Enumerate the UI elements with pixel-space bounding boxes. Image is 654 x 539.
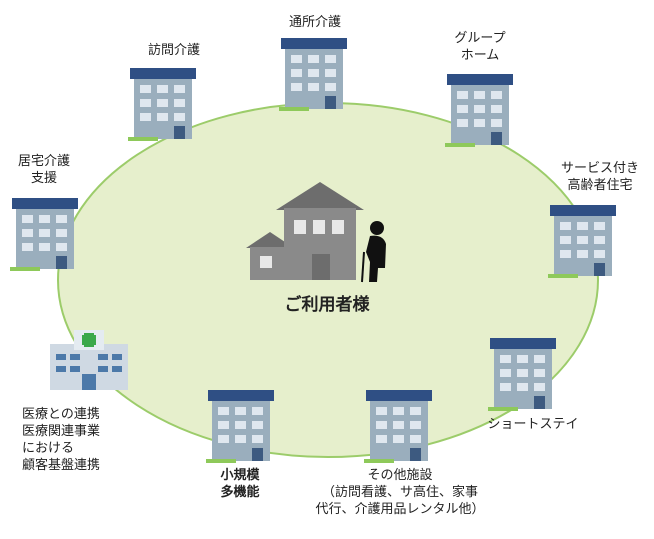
sakoju-building-icon xyxy=(548,205,616,278)
group-home-label-line1: グループ xyxy=(454,31,506,46)
other-facility-building-icon xyxy=(364,390,432,463)
shoukibo-label: 小規模 多機能 xyxy=(200,467,280,501)
house-icon xyxy=(246,182,364,280)
hospital-icon xyxy=(50,330,128,390)
tsusho-kaigo-label: 通所介護 xyxy=(288,15,341,30)
medical-title: 医療との連携 xyxy=(22,407,100,422)
other-facility-title: その他施設 xyxy=(367,468,433,483)
other-facility-line1: （訪問看護、サ高住、家事 xyxy=(321,485,478,500)
medical-label: 医療との連携 医療関連事業 における 顧客基盤連携 xyxy=(22,406,152,474)
kyotaku-label-line1: 居宅介護 xyxy=(17,154,70,169)
elderly-person-with-cane-icon xyxy=(361,221,386,283)
shoukibo-label-line2: 多機能 xyxy=(220,485,260,500)
short-stay-building-icon xyxy=(488,338,556,411)
group-home-label-line2: ホーム xyxy=(460,48,500,63)
tsusho-kaigo-building-icon xyxy=(279,38,347,111)
medical-line3: 顧客基盤連携 xyxy=(22,458,101,473)
shoukibo-label-line1: 小規模 xyxy=(220,468,260,483)
other-facility-line2: 代行、介護用品レンタル他） xyxy=(315,502,485,517)
short-stay-label: ショートステイ xyxy=(487,417,579,432)
kyotaku-building-icon xyxy=(10,198,78,271)
center-user-label: ご利用者様 xyxy=(284,295,370,315)
medical-line2: における xyxy=(22,441,75,456)
sakoju-label-line1: サービス付き xyxy=(560,161,639,176)
group-home-label: グループ ホーム xyxy=(440,30,520,64)
kyotaku-label-line2: 支援 xyxy=(30,171,57,186)
sakoju-label: サービス付き 高齢者住宅 xyxy=(548,160,652,194)
kyotaku-label: 居宅介護 支援 xyxy=(4,153,84,187)
medical-line1: 医療関連事業 xyxy=(22,424,101,439)
houmon-kaigo-label: 訪問介護 xyxy=(147,43,200,58)
sakoju-label-line2: 高齢者住宅 xyxy=(567,178,633,193)
shoukibo-building-icon xyxy=(206,390,274,463)
other-facility-label: その他施設 （訪問看護、サ高住、家事 代行、介護用品レンタル他） xyxy=(300,467,500,518)
group-home-building-icon xyxy=(445,74,513,147)
houmon-kaigo-building-icon xyxy=(128,68,196,141)
